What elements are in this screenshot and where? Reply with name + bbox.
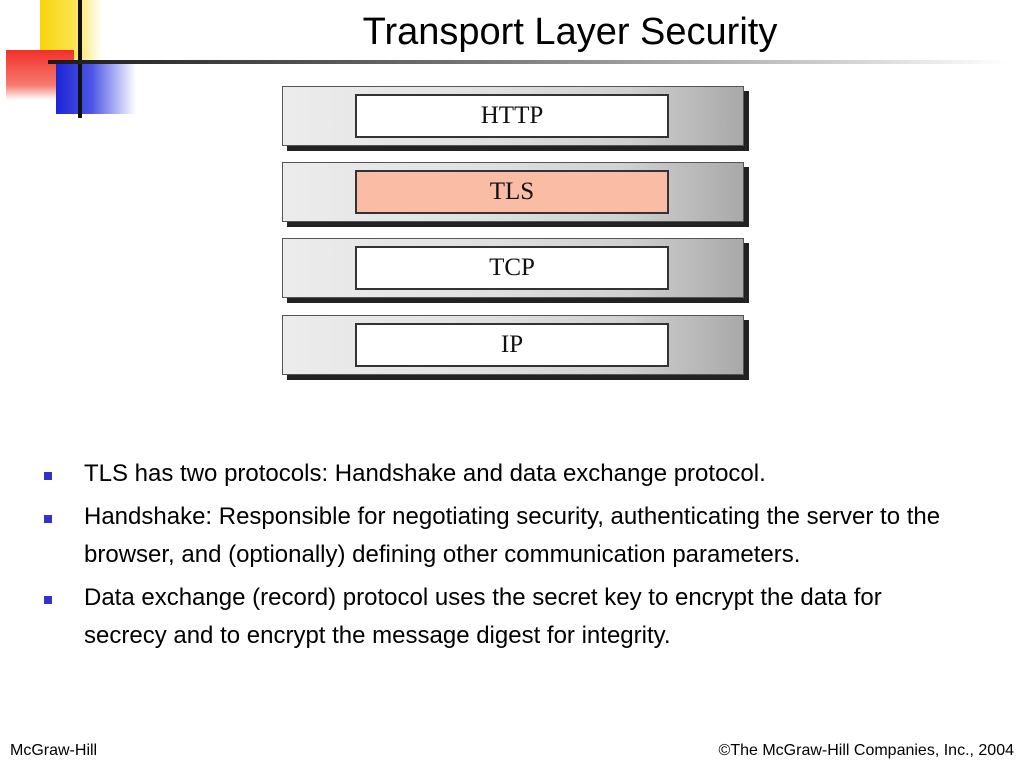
bullet-square-icon [44, 596, 52, 604]
bullet-item: Handshake: Responsible for negotiating s… [44, 498, 964, 574]
layer-label: IP [355, 323, 669, 367]
logo-vertical-line [78, 0, 82, 118]
protocol-layer-diagram: HTTP TLS TCP IP [282, 86, 744, 375]
bullet-item: Data exchange (record) protocol uses the… [44, 579, 964, 655]
layer-tls: TLS [282, 162, 744, 222]
title-underline [48, 60, 1008, 64]
bullet-list: TLS has two protocols: Handshake and dat… [44, 455, 964, 660]
footer-publisher: McGraw-Hill [10, 742, 98, 759]
layer-label: TCP [355, 246, 669, 290]
bullet-text: Handshake: Responsible for negotiating s… [84, 503, 941, 568]
bullet-square-icon [44, 472, 52, 480]
logo-blue-square [56, 62, 136, 114]
layer-label: TLS [355, 170, 669, 214]
layer-ip: IP [282, 315, 744, 375]
bullet-text: Data exchange (record) protocol uses the… [84, 584, 882, 649]
bullet-text: TLS has two protocols: Handshake and dat… [84, 460, 766, 487]
layer-tcp: TCP [282, 238, 744, 298]
corner-logo [0, 0, 140, 120]
layer-label: HTTP [355, 94, 669, 138]
slide-title: Transport Layer Security [362, 11, 778, 53]
bullet-item: TLS has two protocols: Handshake and dat… [44, 455, 964, 493]
bullet-square-icon [44, 515, 52, 523]
layer-http: HTTP [282, 86, 744, 146]
footer-copyright: ©The McGraw-Hill Companies, Inc., 2004 [718, 742, 1014, 759]
